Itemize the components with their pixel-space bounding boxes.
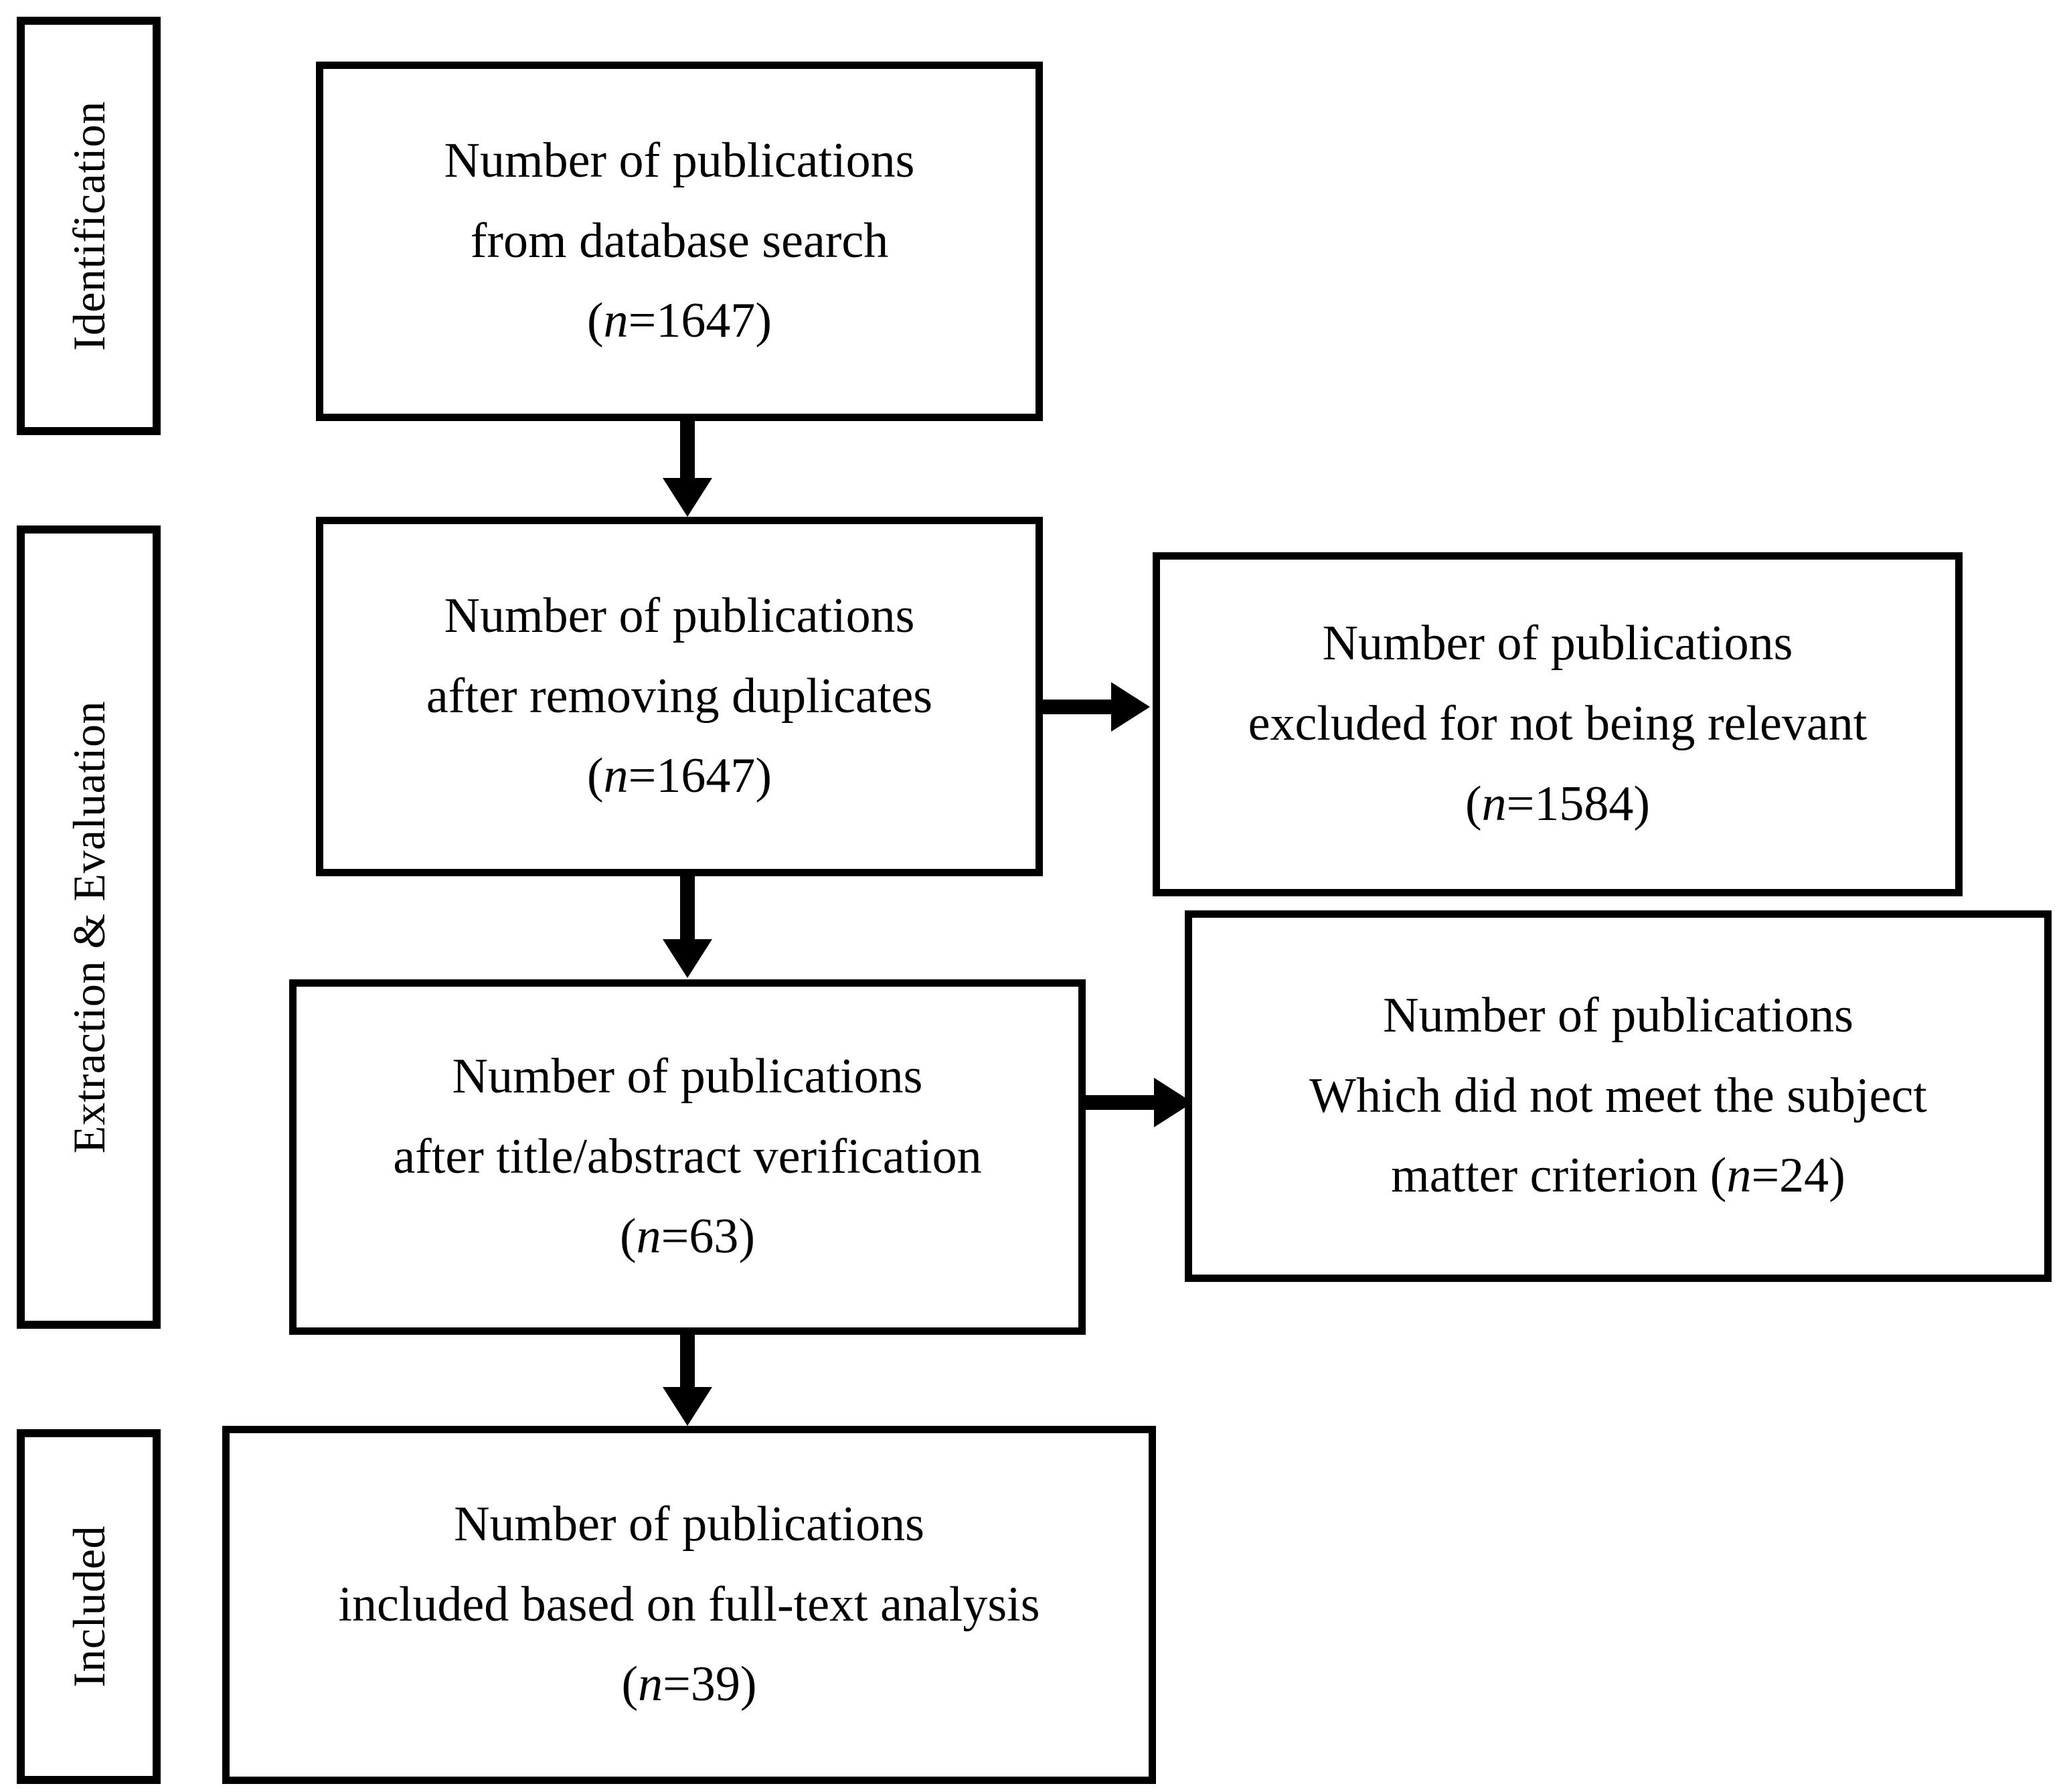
count-prefix: matter criterion (	[1391, 1148, 1727, 1204]
count-variable: n	[1726, 1148, 1752, 1204]
phase-label-extraction-evaluation: Extraction & Evaluation	[63, 700, 114, 1154]
node-line-1: Number of publications	[444, 133, 915, 188]
connector-duplicates-to-excluded-relevant-arrowhead	[1111, 682, 1150, 732]
count-prefix: (	[586, 293, 604, 349]
connector-title-abstract-to-included-arrowhead	[663, 1387, 712, 1426]
connector-identified-to-duplicates-arrowhead	[663, 478, 712, 517]
node-records-after-title-abstract: Number of publications after title/abstr…	[289, 979, 1086, 1335]
phase-box-identification: Identification	[17, 17, 161, 435]
node-count-line: (n=63)	[620, 1197, 755, 1277]
node-line-2: after title/abstract verification	[393, 1129, 982, 1184]
count-prefix: (	[1465, 776, 1482, 831]
phase-box-included: Included	[17, 1429, 161, 1784]
node-count-line: (n=1584)	[1465, 764, 1650, 845]
phase-label-identification: Identification	[63, 100, 114, 351]
node-line-1: Number of publications	[1322, 616, 1793, 671]
node-records-identified: Number of publications from database sea…	[316, 62, 1043, 421]
node-records-excluded-subject-matter: Number of publications Which did not mee…	[1185, 910, 2052, 1282]
count-value: =24)	[1751, 1148, 1845, 1204]
connector-title-abstract-to-included-stem	[680, 1335, 695, 1395]
connector-identified-to-duplicates-stem	[680, 421, 695, 487]
count-variable: n	[636, 1209, 661, 1265]
count-value: =1647)	[628, 293, 772, 349]
count-variable: n	[603, 293, 629, 349]
connector-duplicates-to-excluded-relevant-stem	[1043, 700, 1118, 714]
node-records-excluded-not-relevant: Number of publications excluded for not …	[1153, 552, 1963, 896]
count-variable: n	[1481, 776, 1507, 831]
node-line-2: Which did not meet the subject	[1309, 1068, 1927, 1123]
connector-duplicates-to-title-abstract-arrowhead	[663, 939, 712, 978]
count-value: =63)	[661, 1209, 756, 1265]
node-count-line: (n=39)	[621, 1645, 756, 1725]
connector-duplicates-to-title-abstract-stem	[680, 876, 695, 948]
count-value: =39)	[663, 1657, 757, 1712]
count-variable: n	[638, 1657, 663, 1712]
node-line-1: Number of publications	[452, 1048, 923, 1104]
node-count-line: (n=1647)	[587, 281, 772, 361]
count-variable: n	[603, 748, 629, 804]
count-value: =1584)	[1506, 776, 1651, 831]
node-line-2: from database search	[470, 213, 889, 268]
node-line-1: Number of publications	[444, 588, 915, 643]
node-line-2: included based on full-text analysis	[338, 1576, 1040, 1632]
phase-label-included: Included	[63, 1526, 114, 1688]
node-records-after-duplicates: Number of publications after removing du…	[316, 517, 1043, 876]
node-line-2: after removing duplicates	[426, 668, 933, 724]
node-line-1: Number of publications	[454, 1496, 924, 1552]
count-prefix: (	[586, 748, 604, 804]
node-count-line: (n=1647)	[587, 736, 772, 817]
count-prefix: (	[621, 1657, 639, 1712]
count-value: =1647)	[628, 748, 772, 804]
node-studies-included: Number of publications included based on…	[222, 1426, 1156, 1784]
count-prefix: (	[619, 1209, 637, 1265]
node-line-2: excluded for not being relevant	[1248, 696, 1868, 752]
node-line-1: Number of publications	[1383, 987, 1853, 1043]
phase-box-extraction-evaluation: Extraction & Evaluation	[17, 525, 161, 1329]
connector-title-abstract-to-excluded-subject-stem	[1086, 1095, 1161, 1110]
node-count-line: matter criterion (n=24)	[1391, 1136, 1845, 1216]
